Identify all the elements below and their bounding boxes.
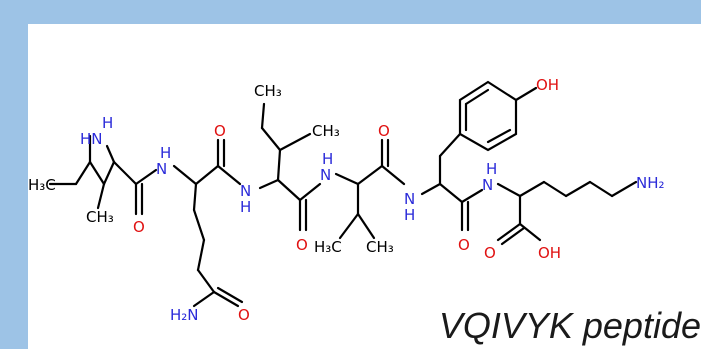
atom-labels: HN H H₃C CH₃ N H O H₂N O O N H CH₃ CH₃ O… — [28, 76, 665, 324]
ch3-val1: CH₃ — [86, 208, 114, 226]
o-4: O — [378, 122, 390, 140]
h-nh1: H — [160, 144, 171, 162]
h-nh4: H — [404, 206, 415, 224]
nh2-lys: NH₂ — [636, 174, 665, 192]
h-nh5: H — [486, 160, 497, 178]
o-gln-side: O — [238, 306, 250, 324]
nh-4: N — [404, 190, 415, 208]
o-acid: O — [484, 244, 496, 262]
n-terminal-h: H — [102, 114, 113, 132]
peptide-caption: VQIVYK peptide — [438, 305, 701, 346]
nh-5: N — [482, 176, 493, 194]
h-nh3: H — [322, 150, 333, 168]
nh-2: N — [240, 182, 251, 200]
structure-canvas: HN H H₃C CH₃ N H O H₂N O O N H CH₃ CH₃ O… — [28, 24, 701, 349]
o-3: O — [296, 236, 308, 254]
o-2: O — [214, 122, 226, 140]
o-1: O — [133, 218, 145, 236]
ch3-ile-methyl: CH₃ — [312, 122, 340, 140]
o-5: O — [458, 236, 470, 254]
nh-1: N — [156, 160, 167, 178]
h2n-gln: H₂N — [170, 306, 199, 324]
h-nh2: H — [240, 198, 251, 216]
bonds — [48, 80, 638, 308]
oh-tyr: OH — [536, 76, 559, 94]
h3c-left: H₃C — [28, 176, 56, 194]
nh-3: N — [320, 166, 331, 184]
h3c-val2: H₃C — [314, 238, 342, 256]
ch3-val2: CH₃ — [366, 238, 394, 256]
n-terminal-amine: HN — [80, 130, 103, 148]
oh-acid: OH — [538, 244, 561, 262]
vqivyk-structure: HN H H₃C CH₃ N H O H₂N O O N H CH₃ CH₃ O… — [28, 76, 665, 324]
ch3-ile-ethyl: CH₃ — [254, 82, 282, 100]
